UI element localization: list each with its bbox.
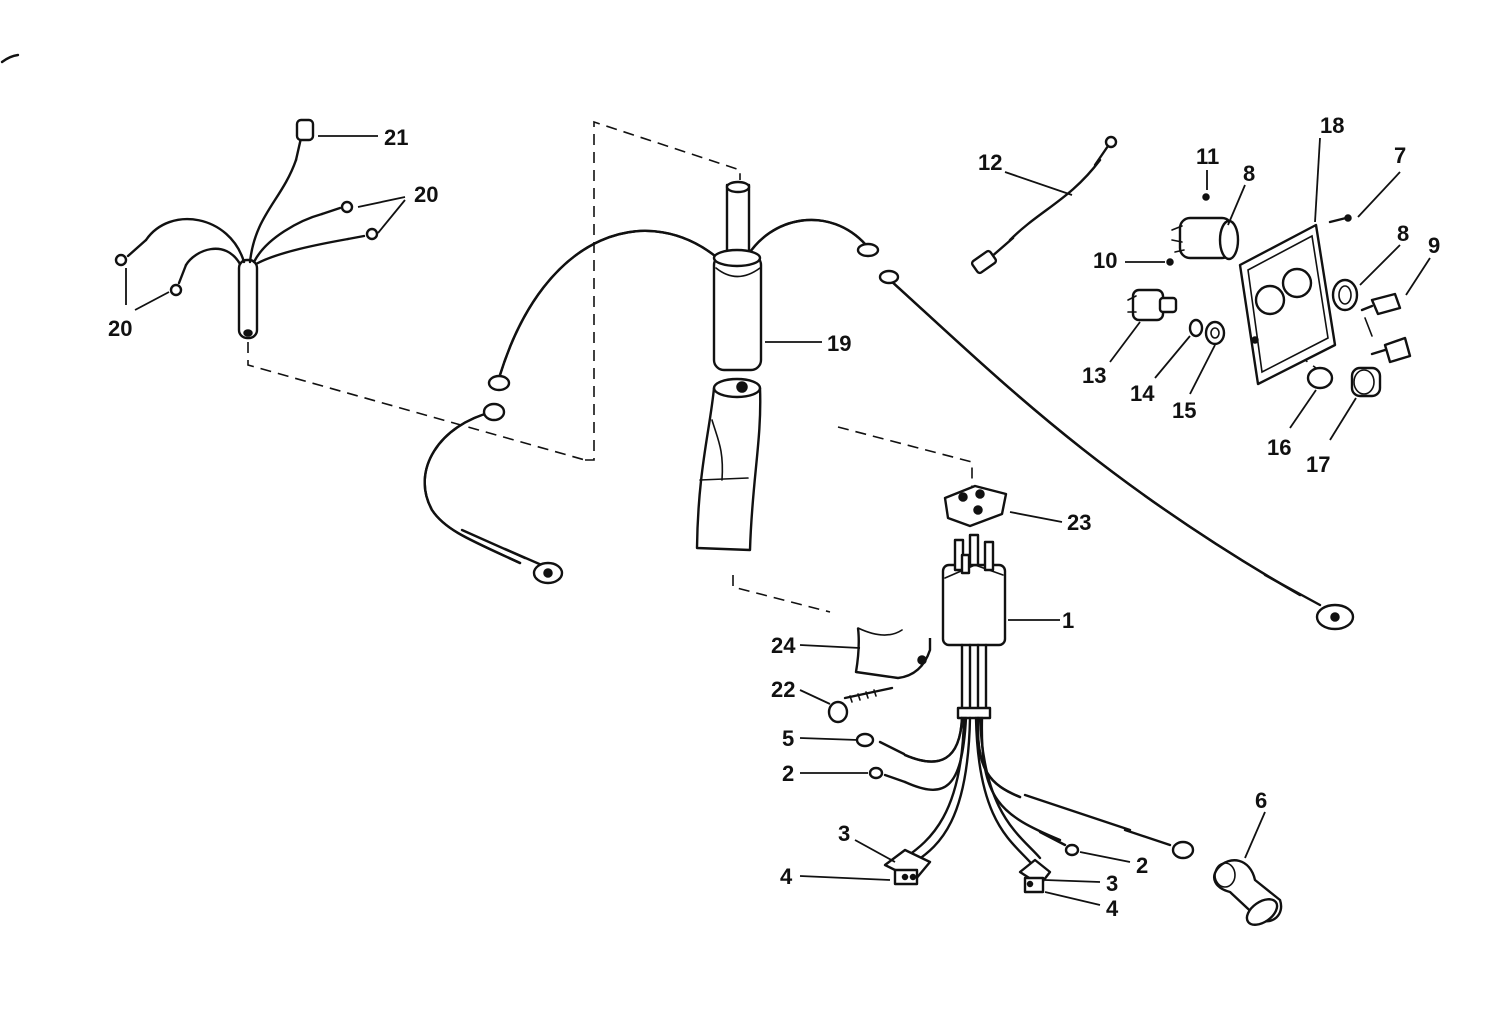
callout-2-right: 2 — [1136, 853, 1148, 878]
key-switch-group — [1127, 193, 1412, 398]
callout-22: 22 — [771, 677, 795, 702]
callout-20-left: 20 — [108, 316, 132, 341]
callout-1: 1 — [1062, 608, 1074, 633]
edge-mark — [0, 53, 20, 64]
terminal-cover — [943, 484, 1008, 528]
callout-24: 24 — [771, 633, 796, 658]
callout-15: 15 — [1172, 398, 1196, 423]
cable-boot — [695, 386, 762, 552]
main-plug-harness — [855, 533, 1195, 894]
callout-17: 17 — [1306, 452, 1330, 477]
callout-12: 12 — [978, 150, 1002, 175]
callout-8-top: 8 — [1243, 161, 1255, 186]
cable-clamp — [827, 627, 932, 724]
callout-6: 6 — [1255, 788, 1267, 813]
harness-plug — [941, 563, 1007, 647]
callout-5: 5 — [782, 726, 794, 751]
callout-18: 18 — [1320, 113, 1344, 138]
callout-2-left: 2 — [782, 761, 794, 786]
callout-9: 9 — [1428, 233, 1440, 258]
callout-3-right: 3 — [1106, 871, 1118, 896]
assembly-guide-lines — [247, 120, 1317, 613]
short-lead — [970, 135, 1118, 275]
callout-3-left: 3 — [838, 821, 850, 846]
callout-14: 14 — [1130, 381, 1155, 406]
long-battery-cable — [878, 269, 1355, 631]
callout-4-left: 4 — [780, 864, 793, 889]
callout-21: 21 — [384, 125, 408, 150]
callout-labels: 21 20 20 19 12 11 8 18 7 10 8 9 13 14 15… — [108, 113, 1440, 921]
main-cable-assembly — [423, 180, 880, 585]
callout-16: 16 — [1267, 435, 1291, 460]
callout-20-right: 20 — [414, 182, 438, 207]
small-wire-harness — [114, 118, 379, 340]
callout-10: 10 — [1093, 248, 1117, 273]
callout-4-right: 4 — [1106, 896, 1119, 921]
choke-switch — [1131, 288, 1165, 322]
switch-plate — [1238, 223, 1337, 386]
callout-7: 7 — [1394, 143, 1406, 168]
harness-sleeve — [237, 258, 259, 340]
callout-8-right: 8 — [1397, 221, 1409, 246]
terminal-boot — [1213, 859, 1283, 926]
callout-11: 11 — [1196, 144, 1219, 169]
callout-13: 13 — [1082, 363, 1106, 388]
leader-lines — [125, 135, 1431, 906]
callout-23: 23 — [1067, 510, 1091, 535]
callout-19: 19 — [827, 331, 851, 356]
